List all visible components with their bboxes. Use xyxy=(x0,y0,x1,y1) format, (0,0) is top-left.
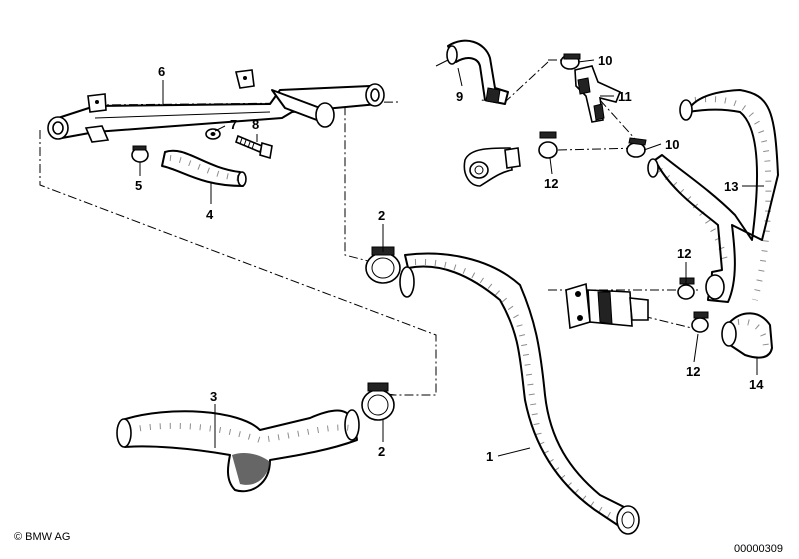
hose-short xyxy=(161,149,247,187)
callout-12-lower: 12 xyxy=(686,364,700,379)
hose-clamp-upper xyxy=(365,246,401,284)
u-hose xyxy=(647,89,779,303)
callout-3: 3 xyxy=(210,389,217,404)
callout-12-upper: 12 xyxy=(544,176,558,191)
hose-clamp-12-upper xyxy=(538,131,558,159)
callout-2-lower: 2 xyxy=(378,444,385,459)
hose-clamp-10-right xyxy=(626,137,647,158)
hose-clamp-12-middle xyxy=(677,277,695,300)
callout-9: 9 xyxy=(456,89,463,104)
hose-clamp-small xyxy=(131,145,149,163)
hose-clamp-12-lower xyxy=(691,311,709,333)
callout-8: 8 xyxy=(252,117,259,132)
callout-10-top: 10 xyxy=(598,53,612,68)
callout-10-right: 10 xyxy=(665,137,679,152)
callout-11: 11 xyxy=(618,89,632,104)
callout-2-upper: 2 xyxy=(378,208,385,223)
leader-lines xyxy=(139,59,764,457)
main-hose xyxy=(399,252,640,535)
t-connector xyxy=(574,65,622,123)
small-bent-hose xyxy=(435,39,509,105)
image-number: 00000309 xyxy=(734,543,783,555)
hose-14 xyxy=(721,312,773,359)
hose-clamp-10-top xyxy=(560,53,581,70)
callout-6: 6 xyxy=(158,64,165,79)
callout-1: 1 xyxy=(486,449,493,464)
callout-14: 14 xyxy=(749,377,764,392)
thermostat-housing xyxy=(463,147,521,187)
hose-clamp-lower xyxy=(361,382,395,421)
callout-5: 5 xyxy=(135,178,142,193)
callout-4: 4 xyxy=(206,207,214,222)
control-valve xyxy=(565,282,649,330)
washer xyxy=(205,128,221,140)
copyright-notice: © BMW AG xyxy=(14,531,70,543)
elbow-hose xyxy=(116,409,360,493)
callouts: 1 2 2 3 4 5 6 7 8 9 10 10 11 12 12 12 13… xyxy=(135,53,764,464)
callout-7: 7 xyxy=(230,117,237,132)
water-pipe-assembly xyxy=(47,69,385,143)
callout-13: 13 xyxy=(724,179,738,194)
bolt xyxy=(235,134,273,160)
callout-12-middle: 12 xyxy=(677,246,691,261)
